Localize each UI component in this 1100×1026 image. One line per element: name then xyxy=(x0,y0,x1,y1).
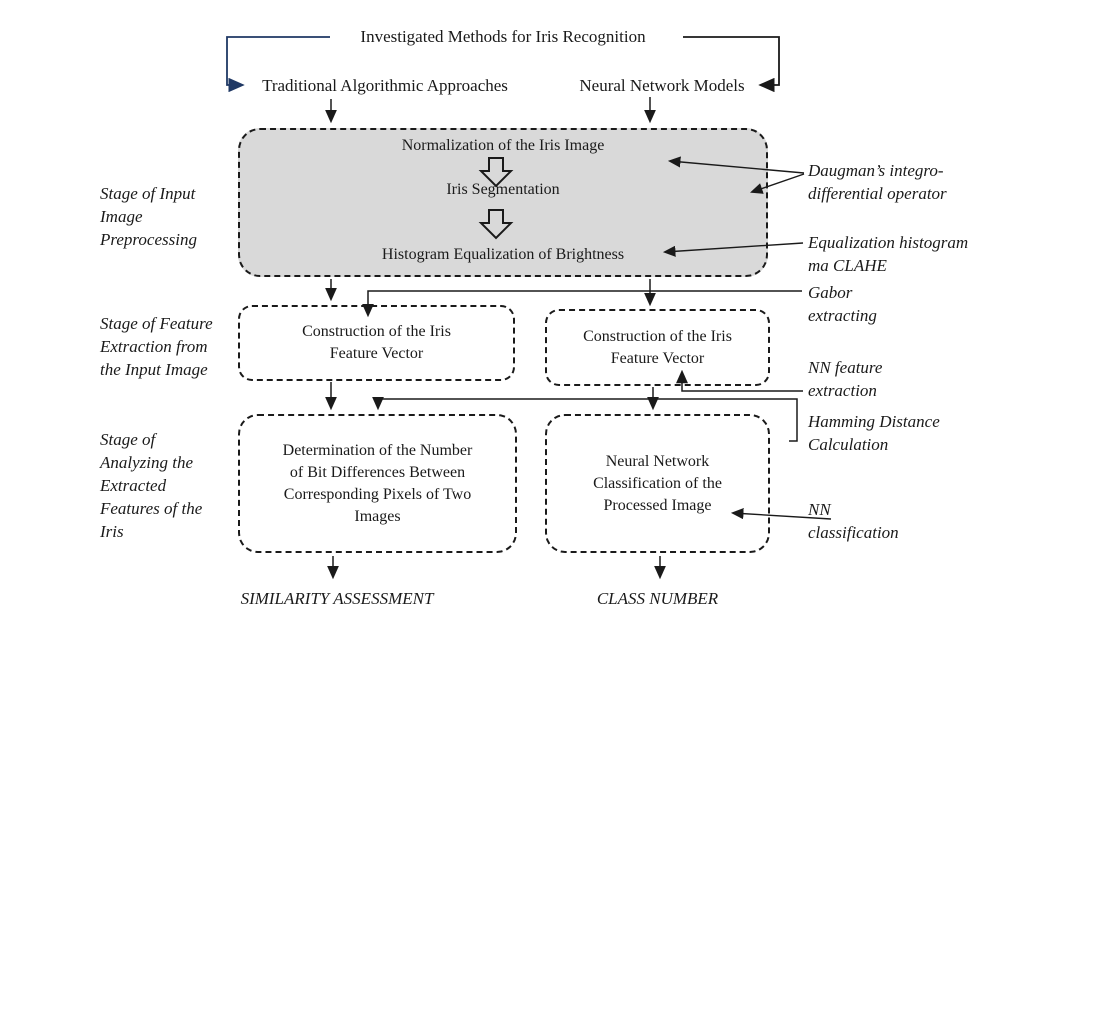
label-hamming-distance: Hamming Distance Calculation xyxy=(808,412,940,454)
step-normalization: Normalization of the Iris Image xyxy=(401,137,605,154)
nn-classification-box: Neural Network Classification of the Pro… xyxy=(545,414,770,553)
step-segmentation: Iris Segmentation xyxy=(446,181,560,198)
step-histogram-equalization: Histogram Equalization of Brightness xyxy=(381,246,625,263)
label-nn-classification: NN classification xyxy=(808,500,899,542)
label-daugman-operator: Daugman’s integro- differential operator xyxy=(808,161,947,203)
construction-right-box: Construction of the Iris Feature Vector xyxy=(545,309,770,386)
label-gabor-extracting: Gabor extracting xyxy=(808,283,877,325)
label-nn-feature-extraction: NN feature extraction xyxy=(808,358,883,400)
stage-label-analysis: Stage of Analyzing the Extracted Feature… xyxy=(100,430,203,541)
construction-left-box: Construction of the Iris Feature Vector xyxy=(238,305,515,381)
stage-label-preprocessing: Stage of Input Image Preprocessing xyxy=(100,184,197,249)
determination-box: Determination of the Number of Bit Diffe… xyxy=(238,414,517,553)
label-equalization-clahe: Equalization histogram ma CLAHE xyxy=(808,233,969,275)
output-class-number: CLASS NUMBER xyxy=(596,589,719,608)
stage-label-feature-extraction: Stage of Feature Extraction from the Inp… xyxy=(100,314,213,379)
branch-traditional-label: Traditional Algorithmic Approaches xyxy=(262,76,508,95)
output-similarity-assessment: SIMILARITY ASSESSMENT xyxy=(240,589,434,608)
preprocessing-stage-box xyxy=(238,128,768,277)
diagram-title: Investigated Methods for Iris Recognitio… xyxy=(360,27,646,46)
branch-neural-label: Neural Network Models xyxy=(579,76,745,95)
